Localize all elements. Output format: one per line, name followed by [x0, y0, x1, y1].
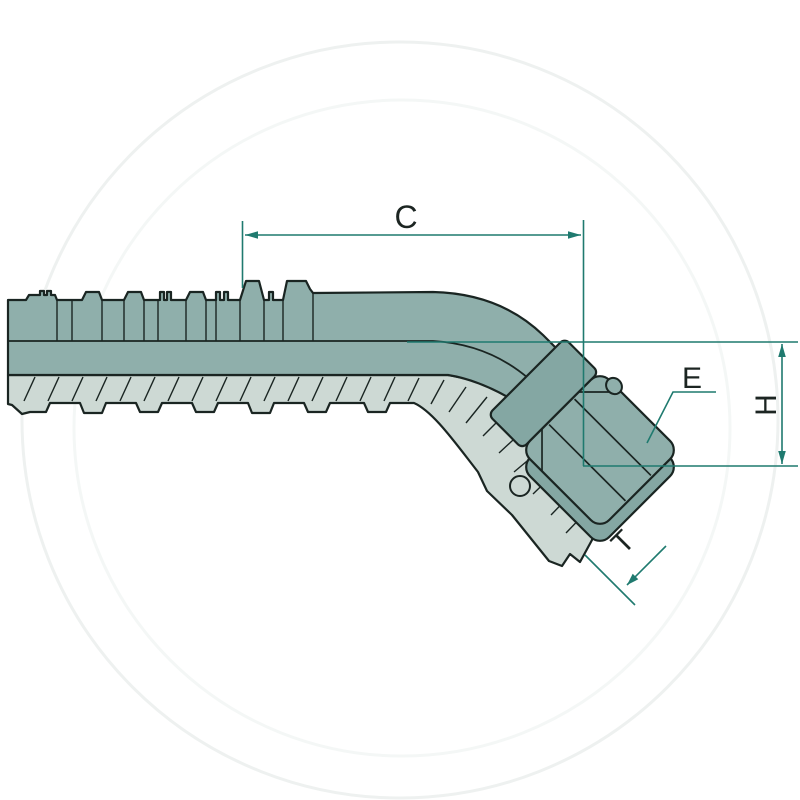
barb-groove-lines — [56, 293, 314, 341]
dimension-label-e: E — [682, 362, 702, 395]
dim-e-leader — [646, 391, 716, 444]
swivel-nut — [489, 339, 675, 542]
dimension-label-h: H — [750, 394, 783, 416]
nut-face — [525, 375, 675, 525]
dimensions — [241, 220, 798, 606]
arrow-h-top — [778, 344, 786, 357]
sleeve-hole — [509, 475, 531, 497]
arrow-c-left — [245, 231, 258, 239]
dim-t-ext — [584, 554, 636, 606]
watermark — [20, 40, 780, 800]
arrow-t — [627, 573, 639, 585]
arrow-c-right — [568, 231, 581, 239]
arrow-h-bottom — [778, 451, 786, 464]
nut-face-hole — [605, 376, 623, 396]
nut-facet-lines — [541, 391, 652, 502]
dimension-label-c: C — [394, 199, 417, 235]
dimension-arrowheads — [245, 231, 786, 585]
